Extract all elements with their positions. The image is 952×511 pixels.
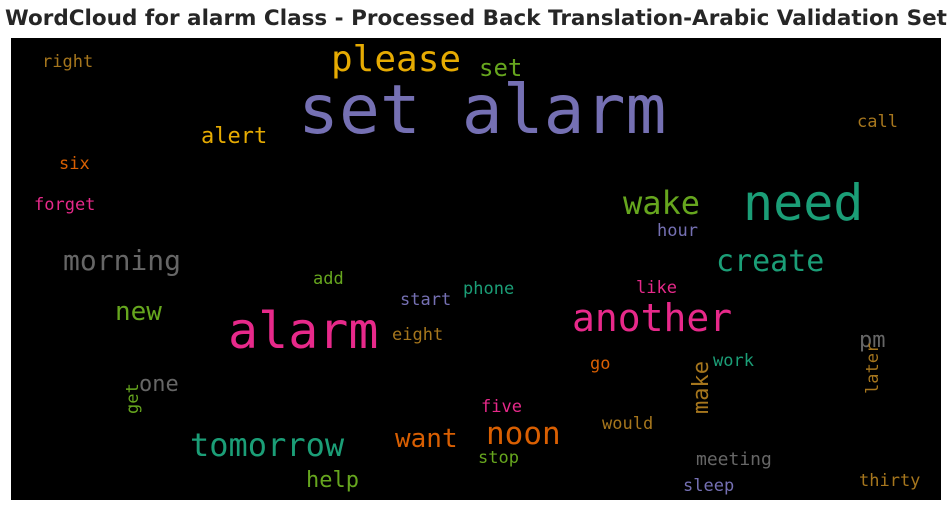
word-another: another <box>572 296 732 340</box>
word-wake: wake <box>623 184 700 222</box>
word-tomorrow: tomorrow <box>190 426 345 464</box>
word-like: like <box>636 278 677 298</box>
word-right: right <box>42 52 93 72</box>
word-alarm: alarm <box>228 302 379 360</box>
word-alert: alert <box>201 124 267 149</box>
word-need: need <box>743 174 863 232</box>
word-call: call <box>857 112 898 132</box>
wordcloud-svg: set alarm alarm need please another tomorrow w… <box>34 39 920 496</box>
word-start: start <box>400 290 451 310</box>
word-please: please <box>331 39 461 80</box>
word-forget: forget <box>34 195 95 215</box>
word-create: create <box>716 244 824 279</box>
word-make: make <box>689 361 714 414</box>
word-stop: stop <box>478 448 519 468</box>
wordcloud-canvas: set alarm alarm need please another tomorrow w… <box>11 38 941 500</box>
word-new: new <box>115 297 162 327</box>
word-work: work <box>713 351 754 371</box>
word-thirty: thirty <box>859 471 920 491</box>
word-add: add <box>313 269 344 289</box>
word-one: one <box>139 372 179 397</box>
word-eight: eight <box>392 325 443 345</box>
word-set: set <box>479 54 522 82</box>
word-noon: noon <box>486 416 561 452</box>
word-set-alarm: set alarm <box>298 71 666 150</box>
word-pm: pm <box>859 328 886 353</box>
word-later: later <box>863 343 883 394</box>
word-six: six <box>59 154 90 174</box>
word-go: go <box>590 354 610 374</box>
word-sleep: sleep <box>683 476 734 496</box>
word-want: want <box>395 424 458 454</box>
chart-title: WordCloud for alarm Class - Processed Ba… <box>5 6 947 31</box>
word-morning: morning <box>63 244 181 277</box>
word-five: five <box>481 397 522 417</box>
word-meeting: meeting <box>696 449 772 470</box>
word-help: help <box>306 468 359 493</box>
word-hour: hour <box>657 221 698 241</box>
word-phone: phone <box>463 279 514 299</box>
word-would: would <box>602 414 653 434</box>
word-get: get <box>123 383 143 414</box>
